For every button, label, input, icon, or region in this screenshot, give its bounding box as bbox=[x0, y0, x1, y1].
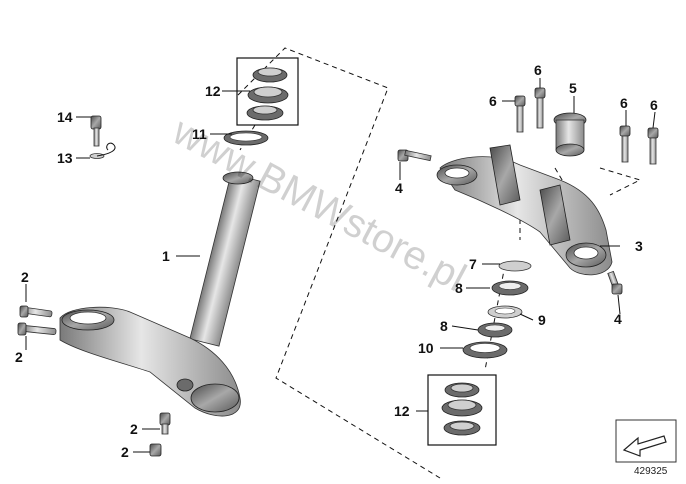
callout-5: 5 bbox=[569, 80, 577, 96]
callout-1: 1 bbox=[162, 248, 170, 264]
callout-4-b: 4 bbox=[614, 311, 622, 327]
bearing-set-upper bbox=[236, 57, 299, 126]
callout-2-a: 2 bbox=[21, 269, 29, 285]
callout-2-b: 2 bbox=[15, 349, 23, 365]
bolts-6 bbox=[514, 87, 659, 165]
callout-3: 3 bbox=[635, 238, 643, 254]
upper-fork-bridge-3 bbox=[436, 144, 613, 276]
callout-8-b: 8 bbox=[440, 318, 448, 334]
callout-9: 9 bbox=[538, 312, 546, 328]
nut-washer-stack bbox=[462, 260, 532, 359]
bolt-14-and-clip-13 bbox=[89, 115, 116, 159]
bearing-set-lower bbox=[427, 374, 497, 446]
bolts-4 bbox=[397, 149, 623, 295]
callout-10: 10 bbox=[418, 340, 434, 356]
callout-2-d: 2 bbox=[121, 444, 129, 460]
callout-12-lower: 12 bbox=[394, 403, 410, 419]
leader-lines bbox=[25, 78, 656, 453]
seal-ring-11 bbox=[223, 130, 269, 146]
bolts-2 bbox=[17, 305, 171, 457]
callout-14: 14 bbox=[57, 109, 73, 125]
callout-4-a: 4 bbox=[395, 180, 403, 196]
callout-2-c: 2 bbox=[130, 421, 138, 437]
callout-7: 7 bbox=[469, 256, 477, 272]
cap-5 bbox=[553, 112, 587, 157]
callouts: 12 11 14 13 1 2 2 2 2 3 4 4 5 6 6 6 6 7 … bbox=[15, 62, 658, 460]
callout-6-a: 6 bbox=[489, 93, 497, 109]
callout-11: 11 bbox=[192, 126, 207, 142]
lower-fork-bridge-1 bbox=[59, 171, 261, 417]
nav-arrow-box[interactable] bbox=[615, 419, 677, 463]
arrow-lower-left-icon bbox=[622, 435, 667, 457]
callout-8-a: 8 bbox=[455, 280, 463, 296]
callout-6-c: 6 bbox=[620, 95, 628, 111]
callout-6-b: 6 bbox=[534, 62, 542, 78]
callout-12-upper: 12 bbox=[205, 83, 221, 99]
callout-6-d: 6 bbox=[650, 97, 658, 113]
reference-number: 429325 bbox=[634, 466, 668, 477]
callout-13: 13 bbox=[57, 150, 73, 166]
